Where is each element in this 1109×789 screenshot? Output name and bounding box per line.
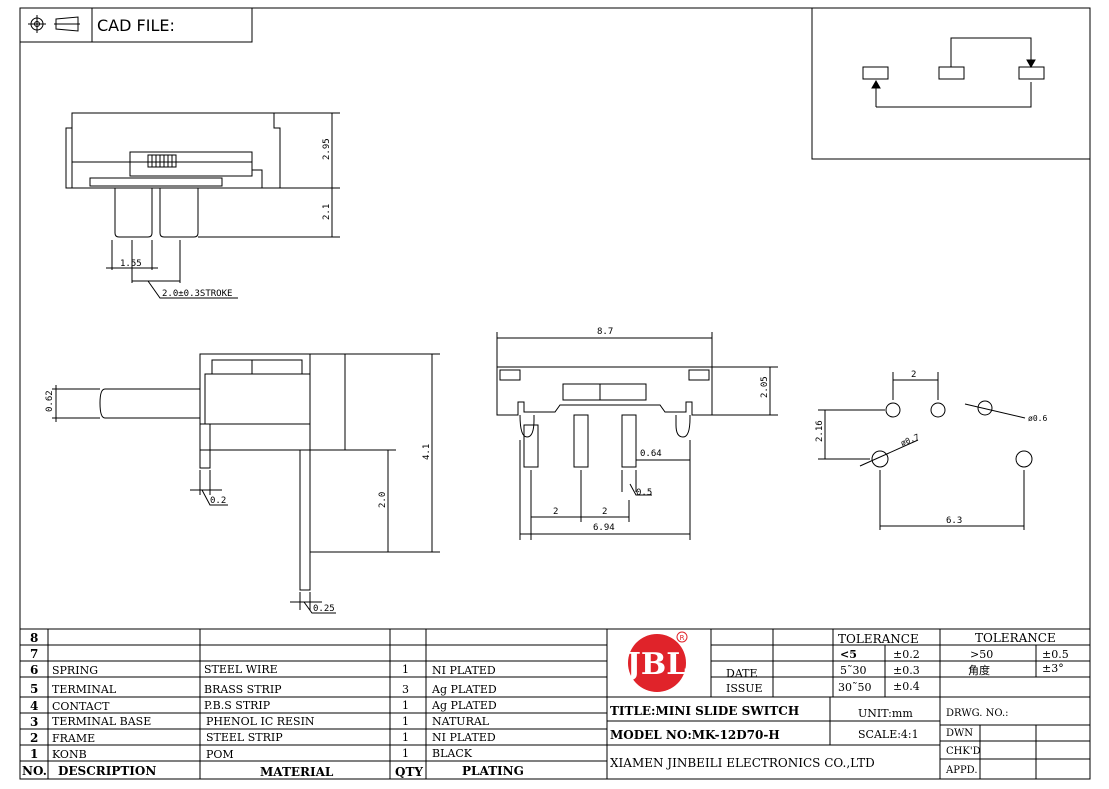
bom-no-3: 3	[30, 715, 38, 729]
bom-header-desc: DESCRIPTION	[58, 764, 156, 778]
bom-plating-2: NI PLATED	[432, 731, 496, 744]
bom-plating-3: NATURAL	[432, 715, 490, 728]
bom-desc-4: CONTACT	[52, 700, 110, 713]
tol-5-30: 5˜30	[840, 664, 867, 677]
bom-qty-2: 1	[402, 731, 409, 744]
scale-label: SCALE:4:1	[858, 728, 919, 741]
dim-2-05: 2.05	[760, 376, 770, 398]
dim-0-2: 0.2	[210, 496, 226, 506]
bom-desc-6: SPRING	[52, 664, 98, 677]
dim-0-5: 0.5	[636, 488, 652, 498]
bom-header-plating: PLATING	[462, 764, 524, 778]
dim-stroke: 2.0±0.3STROKE	[162, 289, 232, 299]
company-name: XIAMEN JINBEILI ELECTRONICS CO.,LTD	[610, 756, 875, 770]
dim-2-a: 2	[553, 507, 558, 517]
tol-5-30-val: ±0.3	[893, 664, 920, 677]
tol-angle: 角度	[968, 663, 990, 677]
tol-30-50: 30˜50	[838, 681, 872, 694]
dim-2-0: 2.0	[378, 492, 388, 508]
bom-mat-1: POM	[206, 748, 234, 761]
pcb-dim-2-16: 2.16	[815, 420, 825, 442]
dim-2-95: 2.95	[322, 138, 332, 160]
title-block: JBL R	[607, 629, 1090, 779]
bom-no-6: 6	[30, 663, 38, 677]
dim-2-b: 2	[602, 507, 607, 517]
model-number: MODEL NO:MK-12D70-H	[610, 728, 780, 742]
bom-desc-5: TERMINAL	[52, 683, 117, 696]
dim-8-7: 8.7	[597, 327, 613, 337]
dim-0-64: 0.64	[640, 449, 662, 459]
bom-mat-6: STEEL WIRE	[204, 663, 278, 676]
bom-text: 8 7 6 SPRING STEEL WIRE 1 NI PLATED 5 TE…	[22, 631, 524, 779]
side-view-top: 2.95 2.1 1.55 2.0±0.3STROKE	[65, 112, 340, 299]
tol-30-50-val: ±0.4	[893, 680, 920, 693]
projection-symbol-icon	[28, 15, 80, 33]
pcb-dim-2: 2	[911, 370, 916, 380]
bom-mat-3: PHENOL IC RESIN	[206, 715, 315, 728]
bom-plating-4: Ag PLATED	[431, 699, 497, 712]
date-label: DATE	[726, 667, 758, 680]
bom-no-8: 8	[30, 631, 38, 645]
dim-1-55: 1.55	[120, 259, 142, 269]
header-box: CAD FILE:	[19, 7, 253, 43]
front-view: 8.7 2.05 0.64 0.5 2 2 6.94	[496, 327, 778, 540]
bom-no-4: 4	[30, 699, 38, 713]
bom-qty-6: 1	[402, 663, 409, 676]
pcb-dim-6-3: 6.3	[946, 516, 962, 526]
pcb-layout: 2 2.16 ø0.6 ø0.7 6.3	[815, 370, 1047, 530]
bom-header-no: NO.	[22, 764, 47, 778]
bom-desc-2: FRAME	[52, 732, 95, 745]
issue-label: ISSUE	[726, 682, 763, 695]
bom-qty-1: 1	[402, 747, 409, 760]
bom-qty-5: 3	[402, 683, 409, 696]
bom-no-2: 2	[30, 731, 38, 745]
tol-lt5-val: ±0.2	[893, 648, 920, 661]
pcb-dim-d0-6: ø0.6	[1028, 414, 1047, 423]
tol-angle-val: ±3°	[1042, 662, 1064, 675]
tol-gt50: >50	[970, 648, 993, 661]
bom-desc-1: KONB	[52, 748, 87, 761]
bom-desc-3: TERMINAL BASE	[52, 715, 151, 728]
bom-no-1: 1	[30, 747, 38, 761]
bom-mat-2: STEEL STRIP	[206, 731, 283, 744]
bom-qty-4: 1	[402, 699, 409, 712]
tol-lt5: <5	[840, 648, 857, 661]
tolerance-label-2: TOLERANCE	[975, 631, 1056, 645]
bom-plating-5: Ag PLATED	[431, 683, 497, 696]
dim-4-1: 4.1	[422, 444, 432, 460]
dwn-label: DWN	[946, 728, 973, 739]
bom-table	[20, 628, 1090, 779]
dim-0-62: 0.62	[45, 390, 55, 412]
unit-label: UNIT:mm	[858, 707, 913, 720]
cad-file-label: CAD FILE:	[97, 16, 175, 35]
jbl-logo: JBL R	[624, 631, 688, 692]
logo-text: JBL	[624, 647, 688, 682]
title-block-text: DATE ISSUE TOLERANCE TOLERANCE <5 ±0.2 5…	[610, 631, 1069, 776]
bom-plating-1: BLACK	[432, 747, 473, 760]
bom-header-qty: QTY	[395, 765, 423, 779]
chkd-label: CHK'D	[946, 746, 981, 757]
bom-qty-3: 1	[402, 715, 409, 728]
side-view-left: 0.62 0.2 2.0 4.1 0.25	[45, 353, 440, 614]
bom-no-7: 7	[30, 647, 38, 661]
circuit-diagram	[811, 8, 1090, 160]
appd-label: APPD.	[945, 765, 978, 776]
dim-6-94: 6.94	[593, 523, 615, 533]
bom-plating-6: NI PLATED	[432, 664, 496, 677]
dim-2-1: 2.1	[322, 204, 332, 220]
tol-gt50-val: ±0.5	[1042, 648, 1069, 661]
drawing-title: TITLE:MINI SLIDE SWITCH	[610, 704, 799, 718]
bom-mat-4: P.B.S STRIP	[204, 699, 271, 712]
bom-no-5: 5	[30, 682, 38, 696]
pcb-dim-d0-7: ø0.7	[899, 432, 920, 448]
bom-header-material: MATERIAL	[260, 765, 334, 779]
drwg-no-label: DRWG. NO.:	[946, 708, 1009, 719]
tolerance-label-1: TOLERANCE	[838, 632, 919, 646]
bom-mat-5: BRASS STRIP	[204, 683, 282, 696]
registered-icon: R	[680, 634, 685, 642]
dim-0-25: 0.25	[313, 604, 335, 614]
sheet-border	[19, 7, 1091, 780]
